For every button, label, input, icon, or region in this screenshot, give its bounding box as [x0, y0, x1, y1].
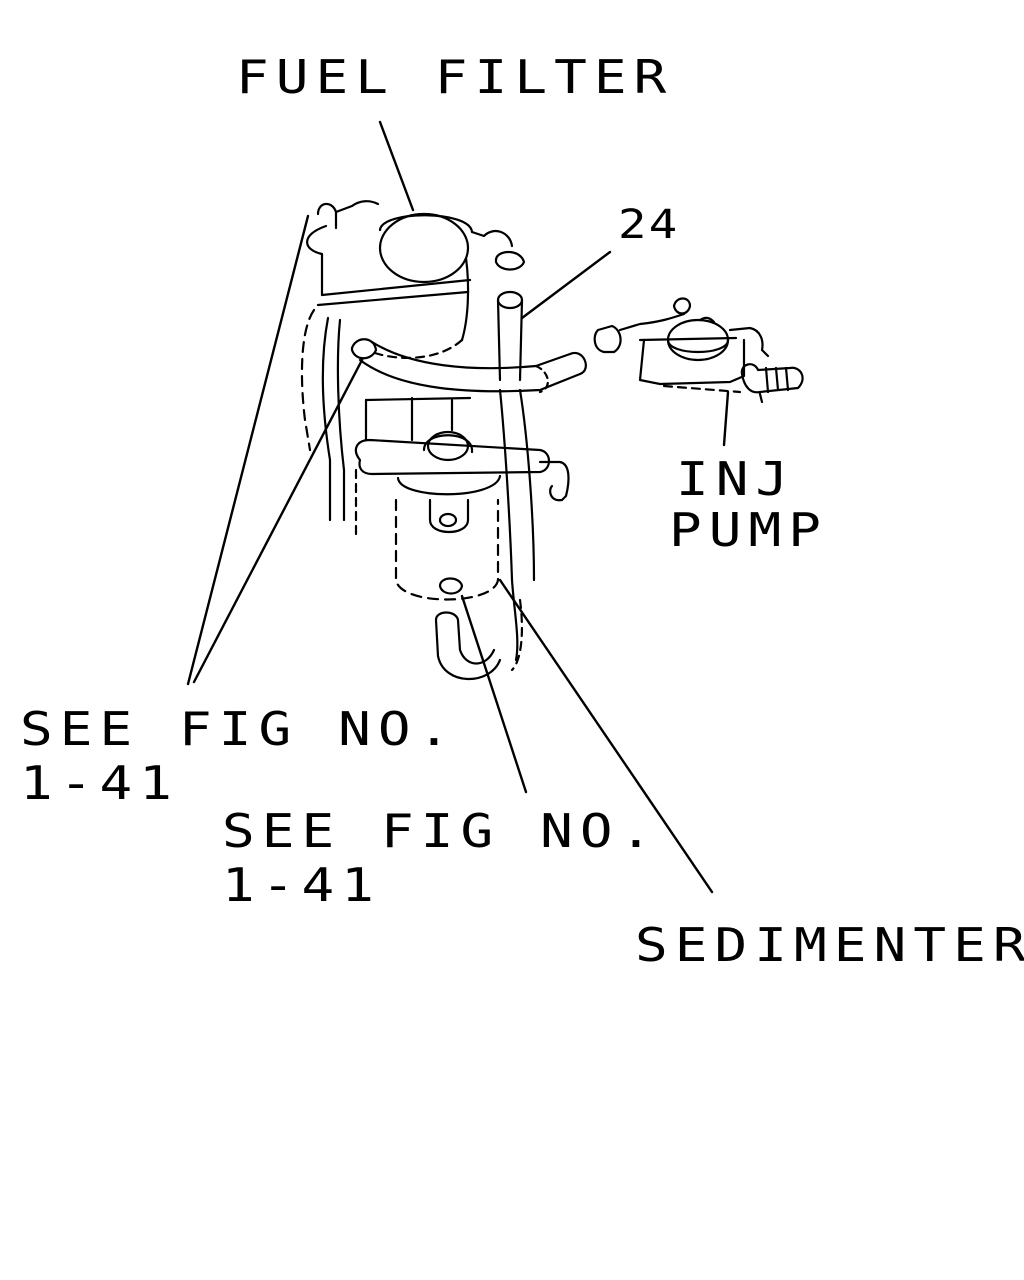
leader-fuel-filter: [378, 120, 415, 212]
leader-see-fig-2: [460, 594, 528, 794]
label-inj-pump-line1: INJ: [676, 452, 796, 506]
leader-lines: [186, 120, 730, 894]
label-fuel-filter: FUEL FILTER: [236, 50, 674, 104]
label-see-fig-2-line2: 1-41: [222, 858, 382, 912]
label-ref-24: 24: [618, 202, 680, 248]
sedimenter-body: [354, 430, 570, 681]
leader-inj-pump: [722, 390, 730, 447]
leader-see-fig-1b: [192, 358, 364, 684]
fuel-filter-head: [378, 212, 470, 284]
label-sedimenter: SEDIMENTER: [635, 918, 1024, 972]
frame-lines: [354, 396, 472, 542]
label-see-fig-1-line1: SEE FIG NO.: [20, 702, 458, 756]
sedimenter-cap: [426, 430, 470, 462]
fuel-filter-body: [300, 200, 526, 522]
leader-sedimenter: [498, 578, 714, 894]
main-hose: [350, 338, 587, 394]
injection-pump: [593, 297, 804, 404]
hose-24: [496, 290, 536, 662]
label-see-fig-1-line2: 1-41: [20, 756, 180, 810]
label-inj-pump-line2: PUMP: [669, 503, 829, 557]
leader-see-fig-1a: [186, 214, 310, 686]
leader-24: [520, 250, 612, 320]
label-see-fig-2-line1: SEE FIG NO.: [222, 804, 660, 858]
